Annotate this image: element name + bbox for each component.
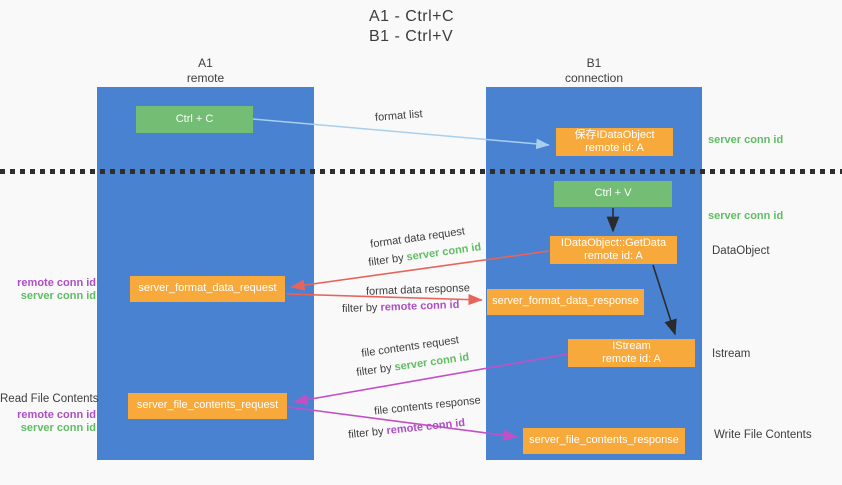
node-file-response-label: server_file_contents_response (529, 434, 679, 447)
node-ctrl-c: Ctrl + C (136, 106, 253, 133)
label-write-file-contents: Write File Contents (714, 429, 812, 441)
label-server-conn-id-top-right: server conn id (708, 134, 784, 146)
filter-by-text: filter by (355, 361, 396, 379)
label-filter-by-remote-conn-id-1: filter by remote conn id (342, 299, 460, 316)
label-server-conn-id-left1: server conn id (20, 290, 96, 302)
node-format-response-label: server_format_data_response (492, 295, 639, 308)
remote-conn-id-text: remote conn id (385, 416, 466, 438)
node-ctrl-v: Ctrl + V (554, 181, 672, 207)
title-line-2: B1 - Ctrl+V (369, 28, 454, 45)
node-save-idataobject-line2: remote id: A (585, 142, 644, 154)
label-istream: Istream (712, 348, 751, 360)
label-format-list: format list (374, 108, 424, 124)
filter-by-text: filter by (341, 301, 381, 316)
node-getdata-line1: IDataObject::GetData (560, 236, 667, 249)
node-ctrl-c-label: Ctrl + C (175, 112, 214, 125)
node-file-request-label: server_file_contents_request (136, 399, 279, 412)
node-save-idataobject: 保存IDataObject remote id: A (556, 128, 673, 156)
lane-a1-name: A1 (198, 56, 213, 70)
node-format-request-label: server_format_data_request (138, 282, 277, 295)
label-dataobject: DataObject (712, 245, 770, 257)
lane-a1-subtitle: remote (186, 71, 225, 85)
node-server-file-contents-request: server_file_contents_request (128, 393, 287, 419)
filter-by-text: filter by (367, 251, 408, 269)
lane-b1-subtitle: connection (564, 71, 624, 85)
lane-header-a1: A1 remote (97, 56, 314, 86)
node-istream-line2: remote id: A (602, 353, 661, 365)
label-server-conn-id-mid-right: server conn id (708, 210, 784, 222)
node-server-file-contents-response: server_file_contents_response (523, 428, 685, 454)
label-server-conn-id-left2: server conn id (20, 422, 96, 434)
label-remote-conn-id-left1: remote conn id (17, 277, 96, 289)
label-read-file-contents: Read File Contents (0, 393, 99, 405)
lane-header-b1: B1 connection (486, 56, 702, 86)
node-server-format-data-response: server_format_data_response (487, 289, 644, 315)
diagram-title: A1 - Ctrl+C B1 - Ctrl+V (369, 7, 454, 47)
label-format-data-response: format data response (365, 282, 471, 298)
label-filter-by-remote-conn-id-2: filter by remote conn id (348, 417, 466, 442)
remote-conn-id-text: remote conn id (380, 298, 460, 314)
title-line-1: A1 - Ctrl+C (369, 8, 455, 25)
node-getdata-line2: remote id: A (584, 250, 643, 262)
label-stack-file-request-ids: Read File Contents remote conn id server… (0, 393, 99, 435)
label-file-contents-response: file contents response (373, 394, 482, 418)
node-server-format-data-request: server_format_data_request (130, 276, 285, 302)
node-save-idataobject-line1: 保存IDataObject (574, 128, 655, 141)
lane-b1-name: B1 (586, 56, 602, 70)
node-istream: IStream remote id: A (568, 339, 695, 367)
node-idataobject-getdata: IDataObject::GetData remote id: A (550, 236, 677, 264)
node-ctrl-v-label: Ctrl + V (594, 187, 632, 200)
label-stack-format-request-ids: remote conn id server conn id (0, 277, 96, 303)
session-separator-dotted-line (0, 169, 842, 174)
label-remote-conn-id-left2: remote conn id (17, 409, 96, 421)
node-istream-line1: IStream (612, 339, 651, 352)
filter-by-text: filter by (347, 425, 388, 442)
